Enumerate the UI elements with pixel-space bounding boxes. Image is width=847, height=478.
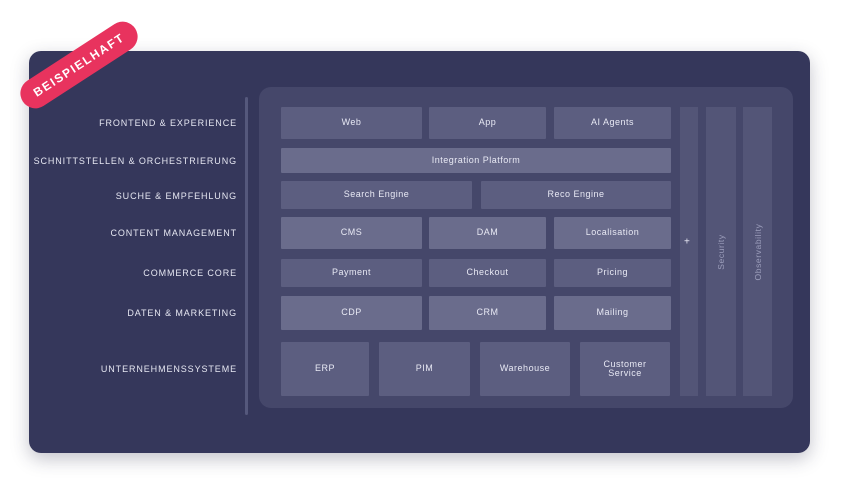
- layer-label-orchestration: SCHNITTSTELLEN & ORCHESTRIERUNG: [33, 156, 237, 166]
- plus-sign: +: [684, 236, 690, 248]
- column-plus: [680, 107, 698, 396]
- column-security-label: Security: [716, 233, 726, 270]
- box-pim: PIM: [379, 342, 470, 396]
- box-customer-service: Customer Service: [580, 342, 670, 396]
- box-ai-agents: AI Agents: [554, 107, 671, 139]
- box-erp: ERP: [281, 342, 369, 396]
- layer-label-search: SUCHE & EMPFEHLUNG: [115, 191, 237, 201]
- layer-label-frontend: FRONTEND & EXPERIENCE: [99, 118, 237, 128]
- box-web: Web: [281, 107, 422, 139]
- box-dam: DAM: [429, 217, 546, 249]
- layer-label-commerce: COMMERCE CORE: [143, 268, 237, 278]
- box-cdp: CDP: [281, 296, 422, 330]
- box-cms: CMS: [281, 217, 422, 249]
- box-app: App: [429, 107, 546, 139]
- column-observability: Observability: [743, 107, 772, 396]
- box-integration-platform: Integration Platform: [281, 148, 671, 173]
- box-reco-engine: Reco Engine: [481, 181, 671, 209]
- column-security: Security: [706, 107, 736, 396]
- layer-label-enterprise: UNTERNEHMENSSYSTEME: [100, 364, 237, 374]
- box-localisation: Localisation: [554, 217, 671, 249]
- box-crm: CRM: [429, 296, 546, 330]
- box-search-engine: Search Engine: [281, 181, 472, 209]
- layer-label-data: DATEN & MARKETING: [127, 308, 237, 318]
- box-warehouse: Warehouse: [480, 342, 570, 396]
- column-observability-label: Observability: [752, 223, 763, 280]
- box-mailing: Mailing: [554, 296, 671, 330]
- box-pricing: Pricing: [554, 259, 671, 287]
- layer-divider: [245, 97, 248, 415]
- box-payment: Payment: [281, 259, 422, 287]
- box-checkout: Checkout: [429, 259, 546, 287]
- layer-label-content: CONTENT MANAGEMENT: [110, 228, 237, 238]
